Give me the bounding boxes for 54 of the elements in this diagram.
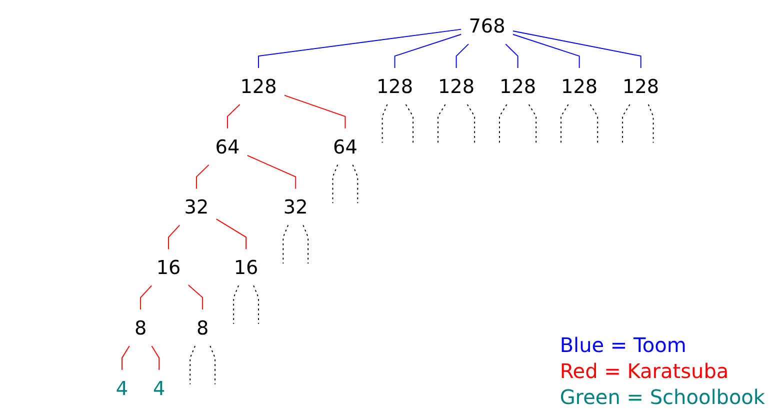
node-text: 4 bbox=[116, 376, 128, 400]
connector bbox=[332, 164, 338, 204]
node-text: 32 bbox=[283, 196, 308, 218]
connector bbox=[190, 345, 196, 385]
node-text: 16 bbox=[156, 256, 181, 279]
legend-entry: Blue = Toom bbox=[560, 332, 688, 358]
node-text: 4 bbox=[153, 376, 166, 400]
connector bbox=[499, 104, 508, 144]
node-text: 128 bbox=[561, 74, 598, 98]
connector bbox=[151, 345, 160, 370]
node-text: 16 bbox=[234, 256, 258, 279]
connector bbox=[622, 104, 630, 144]
connector bbox=[382, 104, 388, 144]
connector bbox=[456, 44, 469, 69]
connector bbox=[528, 104, 537, 144]
connector bbox=[512, 34, 580, 69]
connector bbox=[352, 164, 358, 204]
connector bbox=[196, 164, 210, 190]
connector bbox=[438, 104, 446, 144]
node-text: 64 bbox=[215, 135, 240, 158]
connector bbox=[560, 104, 569, 144]
node-text: 128 bbox=[622, 74, 660, 98]
connector bbox=[233, 285, 240, 324]
connector bbox=[302, 224, 309, 264]
connector bbox=[282, 224, 289, 264]
connector bbox=[227, 104, 240, 129]
connector bbox=[258, 28, 462, 69]
legend-entry: Red = Karatsuba bbox=[560, 358, 730, 384]
legend-entry: Green = Schoolbook bbox=[560, 384, 765, 410]
connector bbox=[210, 345, 216, 385]
node-text: 128 bbox=[438, 74, 475, 98]
connector bbox=[505, 44, 518, 69]
node-text: 8 bbox=[196, 316, 209, 340]
node-text: 64 bbox=[333, 135, 358, 158]
connector bbox=[188, 284, 204, 310]
connector bbox=[168, 224, 180, 250]
connector bbox=[216, 218, 247, 250]
node-text: 768 bbox=[468, 14, 506, 38]
connector bbox=[648, 104, 654, 144]
node-text: 128 bbox=[376, 74, 414, 98]
connector bbox=[122, 345, 130, 370]
connector bbox=[394, 34, 462, 69]
connector bbox=[466, 104, 476, 144]
node-text: 128 bbox=[240, 74, 277, 98]
node-text: 128 bbox=[500, 74, 536, 98]
connector bbox=[590, 104, 598, 144]
connector bbox=[405, 104, 414, 144]
connector bbox=[253, 285, 259, 324]
node-text: 8 bbox=[134, 316, 147, 340]
connector bbox=[512, 30, 642, 69]
connector bbox=[284, 94, 346, 129]
node-text: 32 bbox=[184, 196, 209, 218]
connector bbox=[246, 154, 296, 190]
connector bbox=[140, 285, 152, 310]
